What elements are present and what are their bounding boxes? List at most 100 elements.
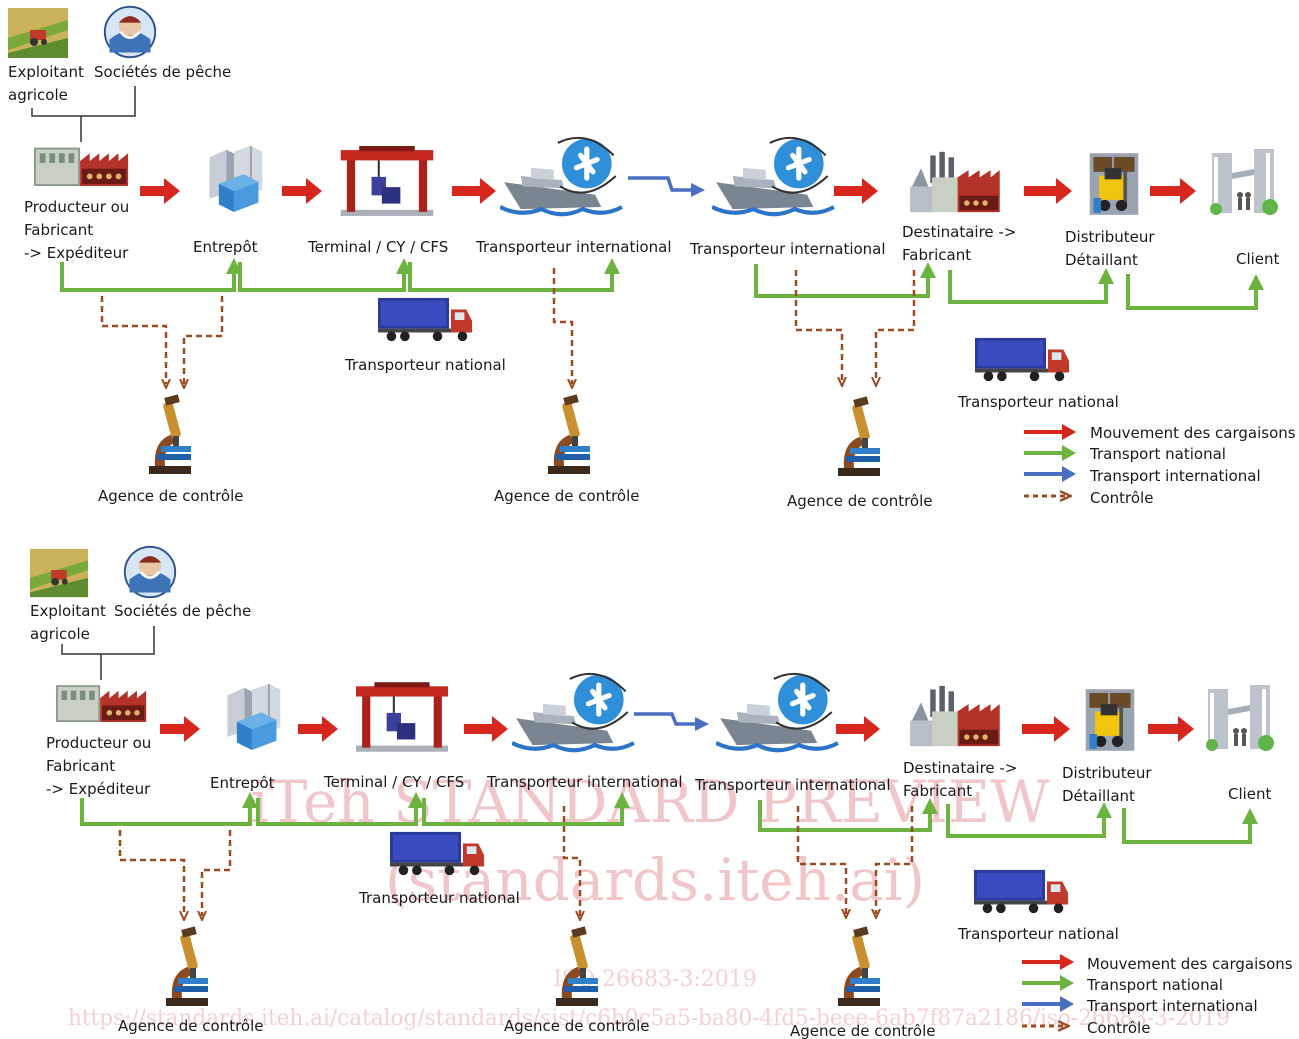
label-national-carrier: Transporteur national — [344, 356, 506, 374]
label-warehouse: Entrepôt — [193, 238, 258, 256]
label-control-agency: Agence de contrôle — [504, 1017, 650, 1035]
legend-cargo-swatch — [1022, 954, 1074, 970]
label-control-agency: Agence de contrôle — [118, 1017, 264, 1035]
diagram-panel-bottom: Exploitant agricole Sociétés de pêche Pr… — [30, 545, 1293, 1039]
microscope-icon — [548, 394, 590, 474]
label-distributor-line2: Détaillant — [1065, 251, 1138, 269]
cargo-arrows — [140, 178, 1196, 204]
legend-label: Mouvement des cargaisons — [1090, 424, 1296, 442]
label-terminal: Terminal / CY / CFS — [323, 773, 464, 791]
label-consignee-line1: Destinataire -> — [903, 759, 1017, 777]
watermark-url: https://standards.iteh.ai/catalog/standa… — [68, 1006, 1230, 1031]
label-national-carrier: Transporteur national — [957, 925, 1119, 943]
legend-label: Transport international — [1089, 467, 1261, 485]
container-crane-icon — [340, 146, 434, 216]
cargo-arrow — [464, 716, 508, 742]
ship-plane-icon — [716, 674, 838, 750]
label-consignee-line2: Fabricant — [903, 782, 972, 800]
label-warehouse: Entrepôt — [210, 774, 275, 792]
label-client: Client — [1228, 785, 1272, 803]
truck-icon — [378, 297, 473, 342]
label-national-carrier: Transporteur national — [358, 889, 520, 907]
label-producer-line2: Fabricant — [46, 757, 115, 775]
cargo-arrow — [1022, 716, 1070, 742]
legend-cargo-swatch — [1024, 424, 1076, 440]
cargo-arrow — [1024, 178, 1072, 204]
cargo-arrow — [160, 716, 200, 742]
legend-label: Mouvement des cargaisons — [1087, 955, 1293, 973]
label-distributor-line1: Distributeur — [1065, 228, 1155, 246]
legend-international-swatch — [1024, 466, 1076, 482]
label-producer-line3: -> Expéditeur — [24, 244, 129, 262]
label-control-agency: Agence de contrôle — [790, 1022, 936, 1039]
legend-label: Contrôle — [1087, 1019, 1150, 1037]
client-buildings-icon — [1210, 149, 1278, 215]
cargo-arrow — [452, 178, 496, 204]
forklift-icon — [1089, 153, 1139, 215]
ship-plane-icon — [712, 138, 834, 214]
label-producer-line1: Producteur ou — [46, 734, 151, 752]
consignee-factory-icon — [910, 151, 1000, 213]
legend-national-swatch — [1022, 975, 1074, 991]
label-farmer-line1: Exploitant — [30, 602, 106, 620]
cargo-arrow — [1148, 716, 1194, 742]
label-national-carrier: Transporteur national — [957, 393, 1119, 411]
legend-label: Contrôle — [1090, 489, 1153, 507]
legend-national-swatch — [1024, 445, 1076, 461]
cargo-arrow — [282, 178, 322, 204]
label-client: Client — [1236, 250, 1280, 268]
microscope-icon — [838, 926, 880, 1006]
label-consignee-line2: Fabricant — [902, 246, 971, 264]
microscope-icon — [149, 394, 191, 474]
watermark: iTeh STANDARD PREVIEW (standards.iteh.ai… — [68, 768, 1230, 1031]
label-intl-carrier-out: Transporteur international — [486, 773, 683, 791]
forklift-icon — [1085, 689, 1135, 751]
legend-label: Transport national — [1089, 445, 1226, 463]
label-producer-line3: -> Expéditeur — [46, 780, 151, 798]
ship-plane-icon — [512, 674, 634, 750]
label-distributor-line1: Distributeur — [1062, 764, 1152, 782]
source-bracket — [61, 626, 155, 680]
truck-icon — [975, 337, 1070, 382]
fisherman-icon — [103, 5, 157, 59]
label-intl-carrier-out: Transporteur international — [475, 238, 672, 256]
microscope-icon — [166, 926, 208, 1006]
cargo-arrow — [836, 716, 880, 742]
factory-icon — [56, 685, 147, 722]
cargo-arrow — [298, 716, 338, 742]
control-lines — [100, 268, 916, 384]
label-consignee-line1: Destinataire -> — [902, 223, 1016, 241]
label-control-agency: Agence de contrôle — [787, 492, 933, 510]
legend: Mouvement des cargaisons Transport natio… — [1022, 954, 1293, 1037]
diagram-panel-top: Exploitant agricole Sociétés de pêche Pr… — [8, 5, 1296, 510]
label-control-agency: Agence de contrôle — [494, 487, 640, 505]
label-fishing: Sociétés de pêche — [114, 602, 251, 620]
legend: Mouvement des cargaisons Transport natio… — [1024, 424, 1296, 507]
fisherman-icon — [123, 545, 177, 599]
control-lines — [118, 806, 914, 916]
label-intl-carrier-in: Transporteur international — [689, 240, 886, 258]
label-producer-line1: Producteur ou — [24, 198, 129, 216]
legend-label: Transport national — [1086, 976, 1223, 994]
microscope-icon — [838, 396, 880, 476]
cargo-arrow — [1150, 178, 1196, 204]
label-intl-carrier-in: Transporteur international — [694, 776, 891, 794]
legend-international-swatch — [1022, 996, 1074, 1012]
label-farmer-line2: agricole — [8, 86, 68, 104]
international-transport-arrow — [634, 712, 709, 731]
container-crane-icon — [356, 682, 448, 752]
cargo-arrows — [160, 716, 1194, 742]
cargo-arrow — [140, 178, 180, 204]
international-transport-arrow — [628, 176, 705, 197]
client-buildings-icon — [1206, 685, 1274, 751]
ship-plane-icon — [500, 138, 622, 214]
label-producer-line2: Fabricant — [24, 221, 93, 239]
factory-icon — [34, 147, 129, 186]
truck-icon — [974, 869, 1069, 914]
label-terminal: Terminal / CY / CFS — [307, 238, 448, 256]
warehouse-icon — [226, 684, 282, 750]
source-bracket — [31, 86, 136, 142]
label-distributor-line2: Détaillant — [1062, 787, 1135, 805]
label-fishing: Sociétés de pêche — [94, 63, 231, 81]
national-transport-lines — [80, 792, 1258, 844]
